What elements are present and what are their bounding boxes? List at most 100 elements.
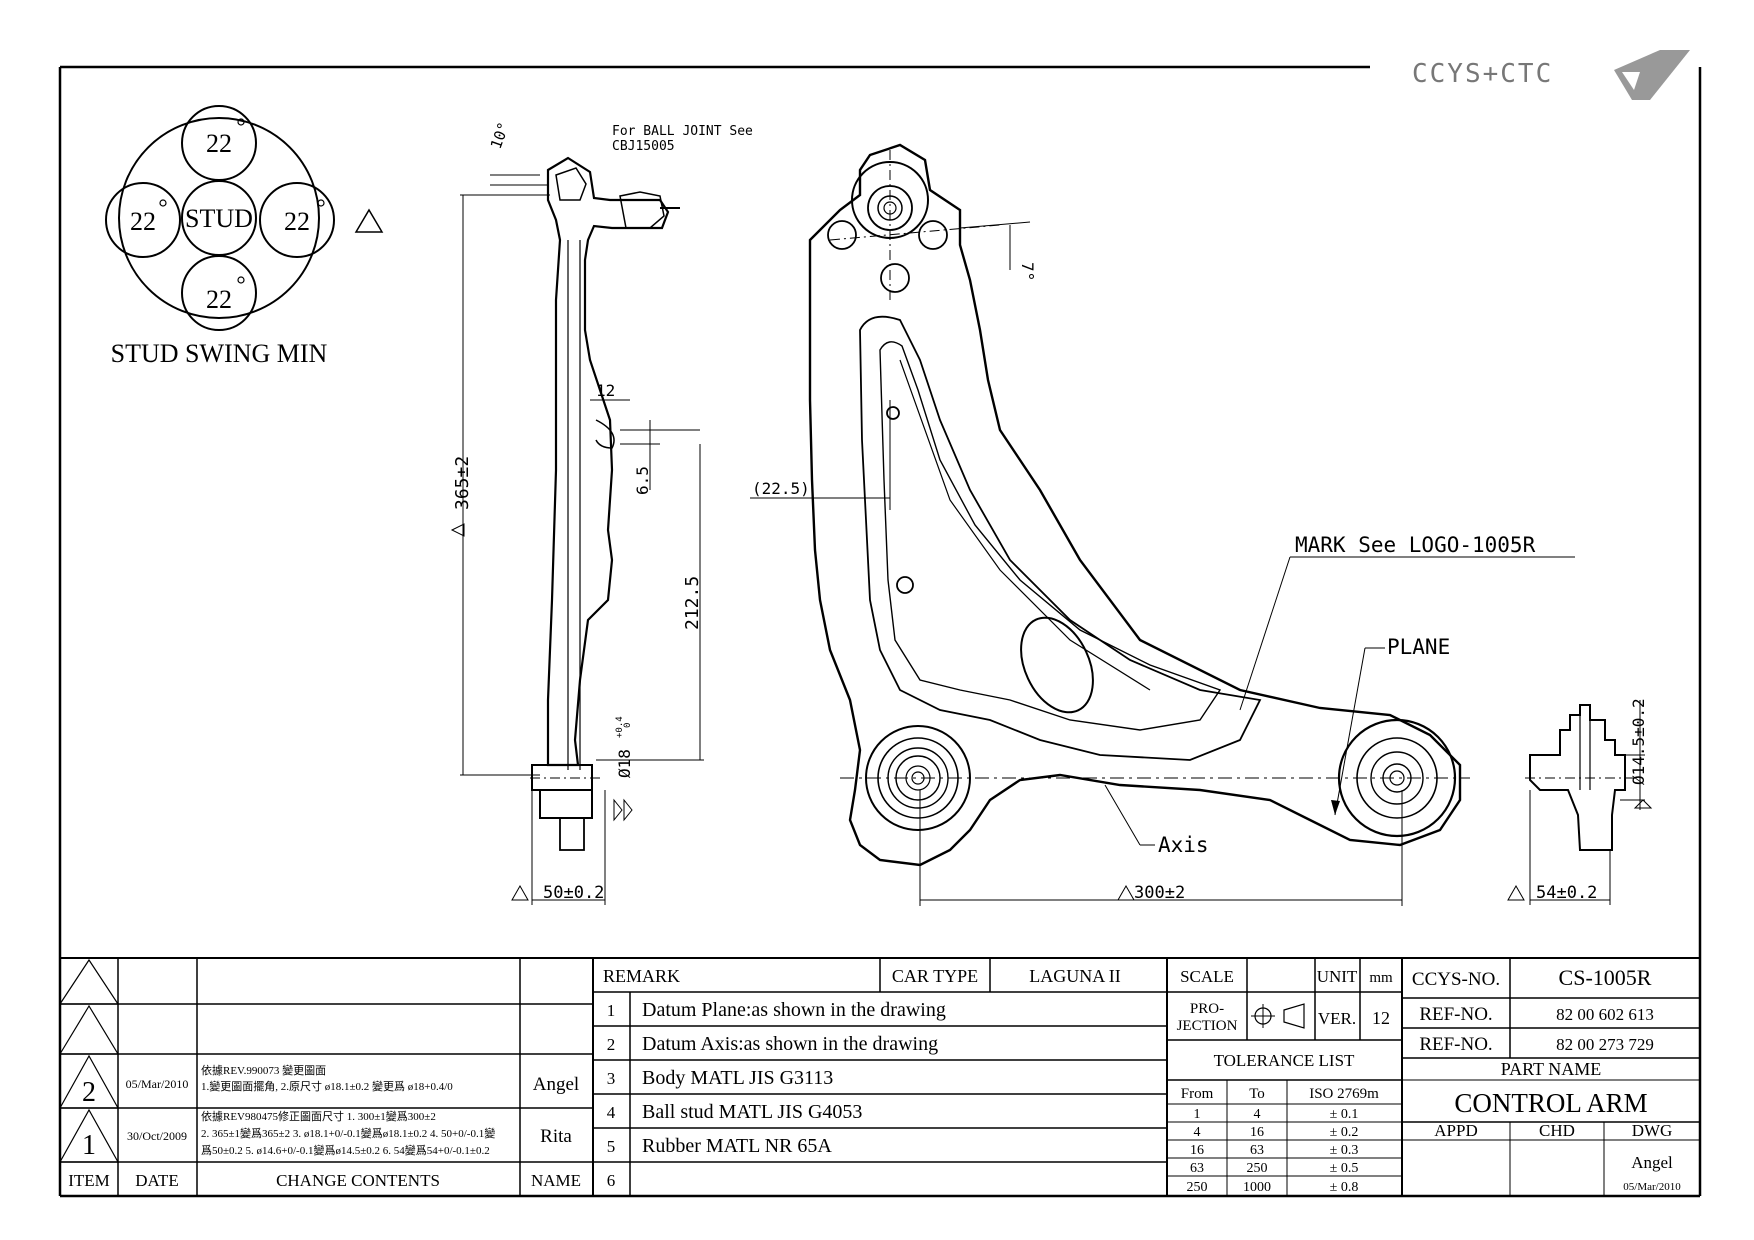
rev-name-2: Angel [533, 1074, 579, 1095]
tolerance-block: SCALE UNIT mm PRO- JECTION VER. 12 TOLER… [1167, 958, 1403, 1196]
ccys-no-label: CCYS-NO. [1412, 969, 1500, 990]
remark-no-5: 5 [607, 1137, 616, 1156]
ball-joint-note-2: CBJ15005 [612, 139, 675, 154]
unit-label: UNIT [1317, 967, 1358, 986]
tol-value-4: ± 0.5 [1330, 1161, 1359, 1176]
rev-date-1: 30/Oct/2009 [127, 1129, 187, 1143]
tol-value-5: ± 0.8 [1330, 1180, 1359, 1195]
dim-22-5: (22.5) [752, 479, 810, 498]
ref-no-value-1: 82 00 602 613 [1556, 1005, 1654, 1024]
tol-from-3: 16 [1190, 1143, 1204, 1158]
ref-no-label-2: REF-NO. [1419, 1034, 1492, 1055]
ver-label: VER. [1318, 1009, 1356, 1028]
rev-contents-1c: 爲50±0.2 5. ø14.6+0/-0.1變爲ø14.5±0.2 6. 54… [201, 1143, 490, 1157]
appd-label: APPD [1434, 1121, 1477, 1140]
remark-table: REMARK CAR TYPE LAGUNA II 1 Datum Plane:… [593, 958, 1168, 1196]
dim-50: 50±0.2 [543, 883, 604, 903]
datum-triangle-icon [354, 208, 384, 233]
side-view [530, 156, 680, 851]
projection-symbol-icon [1251, 1003, 1305, 1029]
tolerance-title: TOLERANCE LIST [1214, 1051, 1355, 1070]
projection-label-1: PRO- [1190, 1001, 1224, 1017]
tol-from-5: 250 [1187, 1180, 1208, 1195]
main-view-dimensions: 7° (22.5) MARK See LOGO-1005R PLANE Axis… [750, 221, 1575, 906]
logo-text: CCYS+CTC [1412, 59, 1553, 89]
rev-header-date: DATE [135, 1171, 178, 1190]
rev-header-item: ITEM [68, 1171, 110, 1190]
tol-to-1: 4 [1254, 1107, 1261, 1122]
rev-header-contents: CHANGE CONTENTS [276, 1171, 440, 1190]
rev-item-2: 2 [82, 1077, 96, 1108]
part-name-value: CONTROL ARM [1454, 1088, 1647, 1118]
rev-name-1: Rita [540, 1126, 572, 1147]
title-block: CCYS-NO. CS-1005R REF-NO. 82 00 602 613 … [1402, 958, 1700, 1196]
remark-no-1: 1 [607, 1001, 616, 1020]
dim-14-5: Ø14.5±0.2 [1629, 698, 1648, 785]
axis-label: Axis [1158, 833, 1209, 857]
dim-54: 54±0.2 [1536, 883, 1597, 903]
scale-label: SCALE [1180, 967, 1234, 986]
ccys-no-value: CS-1005R [1559, 965, 1652, 990]
tol-value-2: ± 0.2 [1330, 1125, 1359, 1140]
dim-6-5: 6.5 [633, 466, 652, 495]
stud-swing-title: STUD SWING MIN [111, 339, 328, 368]
part-name-label: PART NAME [1501, 1059, 1601, 1079]
angle-10-label: 10° [487, 120, 513, 152]
tol-value-3: ± 0.3 [1330, 1143, 1359, 1158]
stud-swing-diagram: STUD 22 22 22 22 STUD SWING MIN [105, 105, 384, 368]
dim-300: 300±2 [1134, 883, 1185, 903]
section-view: Ø14.5±0.2 54±0.2 [1507, 698, 1653, 905]
rev-date-2: 05/Mar/2010 [126, 1077, 189, 1091]
rev-contents-2a: 依據REV.990073 變更圖面 [201, 1063, 326, 1077]
remark-no-4: 4 [607, 1103, 616, 1122]
rev-item-1: 1 [82, 1130, 96, 1161]
ref-no-value-2: 82 00 273 729 [1556, 1035, 1654, 1054]
side-view-dimensions: For BALL JOINT See CBJ15005 10° 365±2 12… [450, 120, 753, 905]
tol-to-4: 250 [1247, 1161, 1268, 1176]
tol-to-5: 1000 [1243, 1180, 1271, 1195]
dwg-label: DWG [1632, 1121, 1673, 1140]
rev-contents-1b: 2. 365±1變爲365±2 3. ø18.1+0/-0.1變爲ø18.1±0… [201, 1126, 495, 1140]
dim-18-tol-lower: 0 [623, 723, 633, 728]
angle-7-label: 7° [1018, 262, 1037, 281]
swing-angle-left: 22 [130, 207, 156, 236]
ver-value: 12 [1372, 1008, 1390, 1028]
car-type-label: CAR TYPE [892, 966, 978, 986]
swing-angle-top: 22 [206, 129, 232, 158]
dim-365: 365±2 [452, 456, 473, 510]
stud-label: STUD [185, 204, 253, 233]
tol-header-iso: ISO 2769m [1309, 1086, 1379, 1102]
plane-label: PLANE [1387, 635, 1450, 659]
swing-angle-right: 22 [284, 207, 310, 236]
remark-text-1: Datum Plane:as shown in the drawing [642, 999, 946, 1021]
company-logo: CCYS+CTC [1412, 50, 1690, 100]
revision-table: 2 05/Mar/2010 依據REV.990073 變更圖面 1.變更圖面擺角… [58, 958, 594, 1196]
remark-text-2: Datum Axis:as shown in the drawing [642, 1033, 938, 1055]
tol-header-to: To [1249, 1086, 1265, 1102]
remark-text-3: Body MATL JIS G3113 [642, 1067, 833, 1089]
swing-angle-bottom: 22 [206, 285, 232, 314]
tol-value-1: ± 0.1 [1330, 1107, 1359, 1122]
projection-label-2: JECTION [1177, 1018, 1238, 1034]
car-type-value: LAGUNA II [1029, 966, 1121, 986]
mark-note: MARK See LOGO-1005R [1295, 533, 1536, 557]
unit-value: mm [1369, 970, 1393, 986]
dim-212-5: 212.5 [682, 576, 703, 630]
ref-no-label-1: REF-NO. [1419, 1004, 1492, 1025]
main-view [808, 143, 1470, 867]
remark-text-5: Rubber MATL NR 65A [642, 1135, 832, 1157]
rev-contents-1a: 依據REV980475修正圖面尺寸 1. 300±1變爲300±2 [201, 1109, 436, 1123]
tol-from-1: 1 [1194, 1107, 1201, 1122]
tol-to-3: 63 [1250, 1143, 1264, 1158]
rev-contents-2b: 1.變更圖面擺角, 2.原尺寸 ø18.1±0.2 變更爲 ø18+0.4/0 [201, 1079, 453, 1093]
tol-from-4: 63 [1190, 1161, 1204, 1176]
dwg-name: Angel [1631, 1153, 1673, 1172]
remark-text-4: Ball stud MATL JIS G4053 [642, 1101, 862, 1123]
chd-label: CHD [1539, 1121, 1575, 1140]
remark-header: REMARK [603, 966, 680, 986]
remark-no-6: 6 [607, 1171, 616, 1190]
dim-12: 12 [596, 381, 615, 400]
tol-header-from: From [1181, 1086, 1214, 1102]
dim-18: Ø18 [615, 749, 634, 778]
